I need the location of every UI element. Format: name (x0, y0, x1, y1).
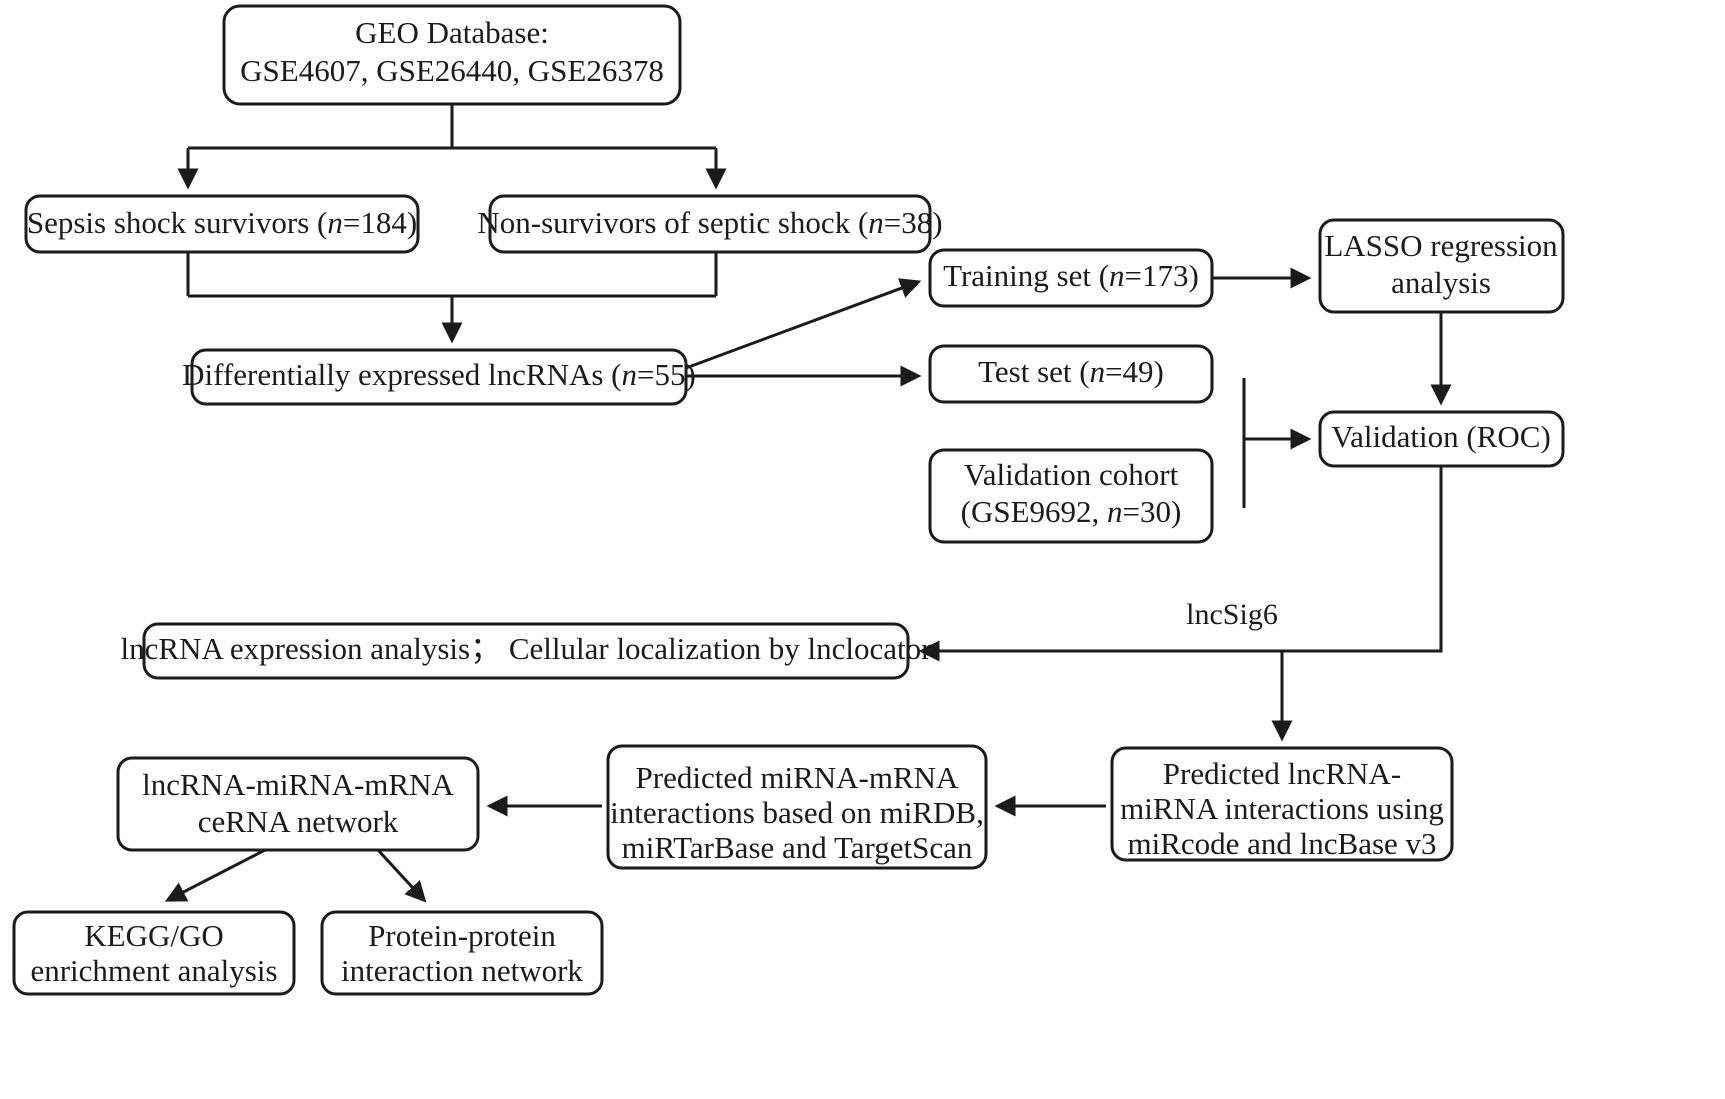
edge-label-layer: lncSig6 (1186, 598, 1278, 631)
node-test-set[interactable]: Test set (n=49) (928, 344, 1214, 404)
node-predicted-mirna-mrna-line-1: Predicted miRNA-mRNA (636, 760, 959, 795)
node-geo-database-box[interactable] (222, 4, 682, 106)
edge-cerna-to-kegg (164, 848, 266, 902)
node-lncrna-expression-analysis-label: lncRNA expression analysis； Cellular loc… (121, 631, 933, 666)
node-geo-database-line-1: GEO Database: (355, 15, 549, 50)
edge-cerna-to-ppi (376, 848, 427, 903)
node-predicted-lncrna-mirna-line-1: Predicted lncRNA- (1163, 756, 1401, 791)
node-validation-roc[interactable]: Validation (ROC) (1318, 410, 1565, 468)
node-predicted-mirna-mrna-line-2: interactions based on miRDB, (610, 795, 984, 830)
node-ppi-network-line-1: Protein-protein (368, 918, 556, 953)
node-lasso-regression-line-1: LASSO regression (1324, 228, 1558, 263)
node-ppi-network[interactable]: Protein-protein interaction network (320, 910, 604, 996)
node-sepsis-shock-survivors-label: Sepsis shock survivors (n=184) (27, 205, 417, 240)
edge-label-lncsig6: lncSig6 (1186, 598, 1278, 631)
node-ppi-network-line-2: interaction network (341, 953, 583, 988)
node-validation-roc-label: Validation (ROC) (1331, 419, 1551, 454)
connector-layer (164, 104, 1452, 903)
node-non-survivors-septic-shock-box[interactable] (488, 194, 932, 254)
node-non-survivors-septic-shock[interactable]: Non-survivors of septic shock (n=38) (477, 194, 943, 254)
node-kegg-go-enrichment-box[interactable] (12, 910, 296, 996)
node-cerna-network-line-2: ceRNA network (198, 804, 399, 839)
node-lncrna-expression-analysis-box[interactable] (142, 622, 910, 680)
node-predicted-lncrna-mirna-box[interactable] (1110, 746, 1454, 862)
node-lasso-regression[interactable]: LASSO regression analysis (1318, 218, 1565, 314)
edge-validation-to-lncexpr (918, 466, 1443, 662)
node-differentially-expressed-lncrnas[interactable]: Differentially expressed lncRNAs (n=55) (182, 348, 696, 406)
node-predicted-mirna-mrna-line-3: miRTarBase and TargetScan (622, 830, 973, 865)
node-ppi-network-box[interactable] (320, 910, 604, 996)
node-geo-database[interactable]: GEO Database: GSE4607, GSE26440, GSE2637… (222, 4, 682, 106)
node-test-set-label: Test set (n=49) (978, 354, 1164, 389)
node-differentially-expressed-lncrnas-label: Differentially expressed lncRNAs (n=55) (182, 357, 696, 392)
node-validation-cohort-box[interactable] (928, 448, 1214, 544)
node-kegg-go-enrichment[interactable]: KEGG/GO enrichment analysis (12, 910, 296, 996)
node-differentially-expressed-lncrnas-box[interactable] (190, 348, 688, 406)
node-predicted-mirna-mrna-box[interactable] (606, 744, 988, 870)
node-test-set-box[interactable] (928, 344, 1214, 404)
edge-delncrna-to-training (685, 278, 922, 370)
node-layer: GEO Database: GSE4607, GSE26440, GSE2637… (12, 4, 1565, 996)
node-validation-cohort-line-2: (GSE9692, n=30) (961, 494, 1182, 529)
node-predicted-lncrna-mirna[interactable]: Predicted lncRNA- miRNA interactions usi… (1110, 746, 1454, 862)
node-sepsis-shock-survivors-box[interactable] (24, 194, 420, 254)
node-validation-cohort[interactable]: Validation cohort (GSE9692, n=30) (928, 448, 1214, 544)
node-predicted-mirna-mrna[interactable]: Predicted miRNA-mRNA interactions based … (606, 744, 988, 870)
node-cerna-network[interactable]: lncRNA-miRNA-mRNA ceRNA network (116, 756, 480, 852)
node-training-set-label: Training set (n=173) (943, 258, 1199, 293)
node-cerna-network-line-1: lncRNA-miRNA-mRNA (142, 767, 454, 802)
node-lasso-regression-line-2: analysis (1391, 265, 1491, 300)
node-non-survivors-septic-shock-label: Non-survivors of septic shock (n=38) (477, 205, 942, 240)
node-lncrna-expression-analysis[interactable]: lncRNA expression analysis； Cellular loc… (121, 622, 933, 680)
node-predicted-lncrna-mirna-line-2: miRNA interactions using (1120, 791, 1444, 826)
node-validation-cohort-line-1: Validation cohort (964, 457, 1179, 492)
node-validation-roc-box[interactable] (1318, 410, 1565, 468)
node-geo-database-line-2: GSE4607, GSE26440, GSE26378 (240, 53, 664, 88)
node-kegg-go-enrichment-line-2: enrichment analysis (30, 953, 277, 988)
node-sepsis-shock-survivors[interactable]: Sepsis shock survivors (n=184) (24, 194, 420, 254)
node-training-set-box[interactable] (928, 248, 1214, 308)
node-lasso-regression-box[interactable] (1318, 218, 1565, 314)
node-training-set[interactable]: Training set (n=173) (928, 248, 1214, 308)
node-cerna-network-box[interactable] (116, 756, 480, 852)
node-predicted-lncrna-mirna-line-3: miRcode and lncBase v3 (1127, 826, 1436, 861)
node-kegg-go-enrichment-line-1: KEGG/GO (84, 918, 224, 953)
